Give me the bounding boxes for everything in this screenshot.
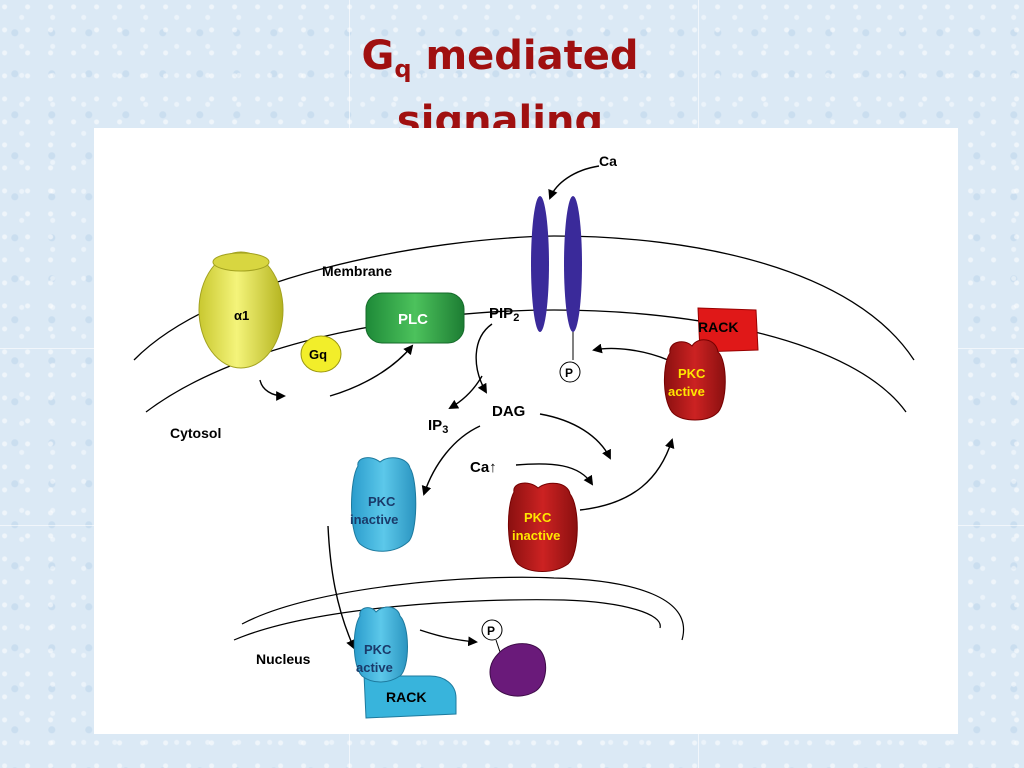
pkc-active-to-p-arrow	[592, 343, 669, 361]
ca-up-label: Ca↑	[470, 459, 497, 476]
pkc-blue-to-nucleus-arrow	[327, 525, 356, 650]
pip2-to-ip3-arrow	[448, 375, 483, 409]
dag-to-pkc-red-arrow	[539, 413, 611, 460]
pkc-inactive-cytosol: PKC inactive	[350, 457, 417, 552]
pkc-inactive-red-line2: inactive	[512, 528, 560, 543]
rack-top-label: RACK	[698, 319, 738, 335]
pkc-active-bottom-line2: active	[356, 660, 393, 675]
ca-influx-arrow	[548, 165, 600, 200]
p-membrane-label: P	[565, 366, 573, 380]
membrane-label: Membrane	[322, 263, 392, 279]
ca-to-pkc-red-arrow	[515, 463, 594, 486]
phosphate-membrane: P	[559, 361, 581, 383]
pkc-inactive-red: PKC inactive	[507, 482, 578, 572]
title-subscript-q: q	[394, 55, 412, 83]
pkc-nuclear-to-substrate-arrow	[419, 629, 478, 647]
title-g: G	[361, 33, 395, 79]
plc-label: PLC	[398, 311, 428, 328]
alpha1-receptor: α1	[198, 251, 284, 369]
pkc-active-nuclear: PKC active	[353, 606, 408, 683]
p-nuclear-label: P	[487, 624, 495, 638]
pip2-label: PIP2	[489, 305, 519, 324]
title-mediated: mediated	[411, 33, 639, 79]
nuclear-membrane-outer	[241, 576, 685, 641]
ip3-to-pkc-blue-arrow	[421, 425, 481, 496]
rack-bottom-label: RACK	[386, 689, 426, 705]
cytosol-label: Cytosol	[170, 425, 221, 441]
gq-signaling-diagram: α1 Gq PLC Membrane Ca P PIP2 Cytosol IP3…	[133, 153, 915, 719]
gq-protein: Gq	[300, 335, 342, 373]
pip2-split-arrow	[475, 323, 493, 394]
pkc-active-top-line1: PKC	[678, 366, 706, 381]
diagram-panel: α1 Gq PLC Membrane Ca P PIP2 Cytosol IP3…	[94, 128, 958, 734]
ip3-label: IP3	[428, 417, 448, 436]
rack-membrane: RACK	[697, 307, 759, 353]
plc-enzyme: PLC	[365, 292, 465, 344]
pkc-inactive-red-line1: PKC	[524, 510, 552, 525]
nucleus-label: Nucleus	[256, 651, 311, 667]
pkc-inactive-blue-line2: inactive	[350, 512, 398, 527]
calcium-channel	[531, 196, 582, 332]
pkc-active-membrane: PKC active	[663, 339, 726, 421]
receptor-to-gq-arrow	[259, 379, 286, 401]
phosphate-nuclear: P	[481, 619, 503, 641]
gq-label: Gq	[309, 347, 327, 362]
pkc-red-activation-arrow	[579, 438, 675, 511]
nuclear-substrate	[489, 643, 547, 697]
pkc-inactive-blue-line1: PKC	[368, 494, 396, 509]
dag-label: DAG	[492, 403, 525, 420]
gq-to-plc-arrow	[329, 344, 414, 397]
pkc-active-bottom-line1: PKC	[364, 642, 392, 657]
ca-top-label: Ca	[599, 153, 617, 169]
nuclear-membrane-inner	[233, 599, 661, 641]
pkc-active-top-line2: active	[668, 384, 705, 399]
alpha1-label: α1	[234, 308, 249, 323]
